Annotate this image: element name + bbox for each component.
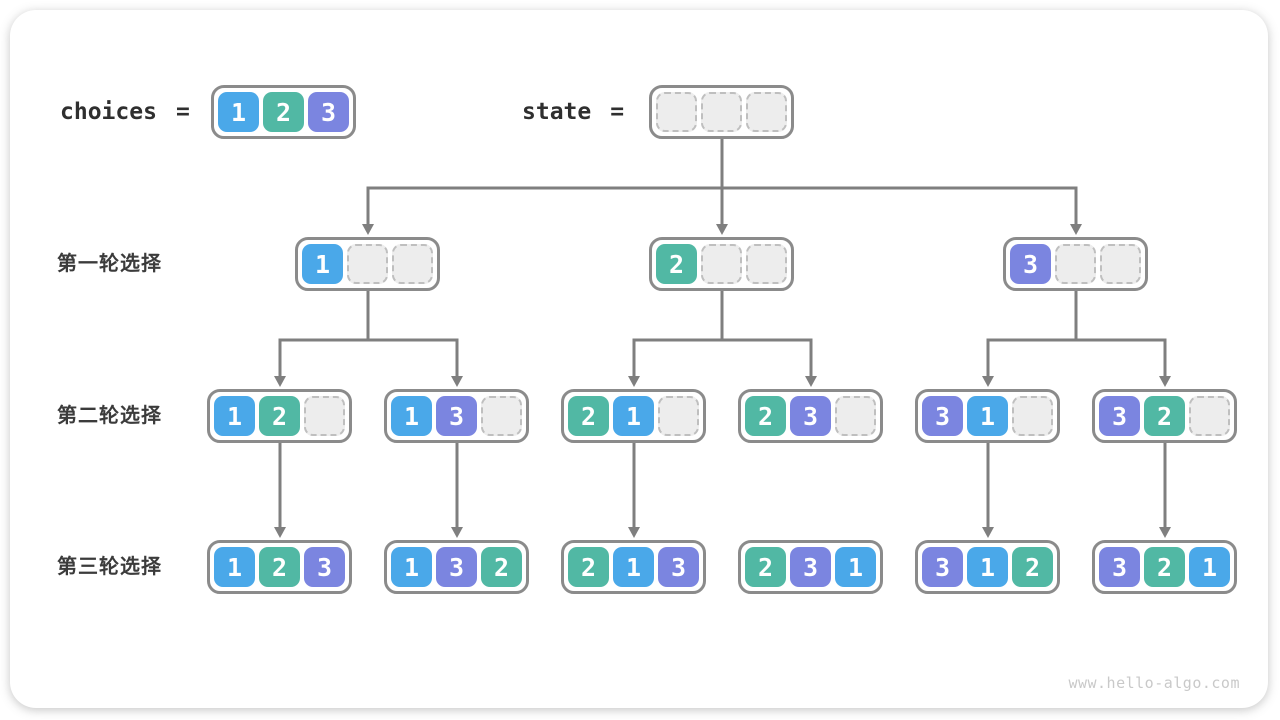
value-cell-1: 1 [214,396,255,436]
round-1-label: 第一轮选择 [57,253,162,275]
node-3: 3 [1003,237,1148,291]
empty-cell [746,244,787,284]
value-cell-2: 2 [745,396,786,436]
empty-cell [701,92,742,132]
value-cell-3: 3 [790,396,831,436]
empty-cell [1100,244,1141,284]
choices-equals-sign: = [175,99,190,125]
value-cell-3: 3 [436,396,477,436]
value-cell-2: 2 [263,92,304,132]
node-2: 2 [649,237,794,291]
value-cell-3: 3 [308,92,349,132]
value-cell-3: 3 [304,547,345,587]
empty-cell [392,244,433,284]
value-cell-3: 3 [436,547,477,587]
value-cell-1: 1 [218,92,259,132]
value-cell-1: 1 [835,547,876,587]
empty-cell [481,396,522,436]
value-cell-1: 1 [302,244,343,284]
empty-cell [701,244,742,284]
value-cell-3: 3 [658,547,699,587]
state-label: state [522,99,592,125]
value-cell-2: 2 [568,396,609,436]
value-cell-2: 2 [568,547,609,587]
choices-label: choices [60,99,157,125]
value-cell-1: 1 [613,547,654,587]
empty-cell [658,396,699,436]
value-cell-1: 1 [967,396,1008,436]
empty-cell [1189,396,1230,436]
value-cell-1: 1 [391,396,432,436]
empty-cell [304,396,345,436]
value-cell-3: 3 [922,396,963,436]
value-cell-3: 3 [790,547,831,587]
value-cell-1: 1 [214,547,255,587]
empty-cell [347,244,388,284]
choices-declaration: choices = [60,85,190,139]
value-cell-1: 1 [391,547,432,587]
state-equals-sign: = [610,99,625,125]
value-cell-2: 2 [1012,547,1053,587]
value-cell-1: 1 [1189,547,1230,587]
empty-cell [1055,244,1096,284]
round-3-label: 第三轮选择 [57,556,162,578]
value-cell-1: 1 [613,396,654,436]
value-cell-2: 2 [259,396,300,436]
watermark: www.hello-algo.com [1068,674,1240,692]
state-box [649,85,794,139]
value-cell-2: 2 [745,547,786,587]
round-2-label: 第二轮选择 [57,405,162,427]
value-cell-2: 2 [1144,396,1185,436]
empty-cell [656,92,697,132]
empty-cell [1012,396,1053,436]
value-cell-3: 3 [922,547,963,587]
value-cell-2: 2 [1144,547,1185,587]
empty-cell [835,396,876,436]
value-cell-1: 1 [967,547,1008,587]
diagram-card [10,10,1268,708]
value-cell-3: 3 [1099,396,1140,436]
state-declaration: state = [522,85,624,139]
value-cell-2: 2 [259,547,300,587]
value-cell-2: 2 [481,547,522,587]
empty-cell [746,92,787,132]
value-cell-3: 3 [1010,244,1051,284]
value-cell-2: 2 [656,244,697,284]
value-cell-3: 3 [1099,547,1140,587]
node-1: 1 [295,237,440,291]
